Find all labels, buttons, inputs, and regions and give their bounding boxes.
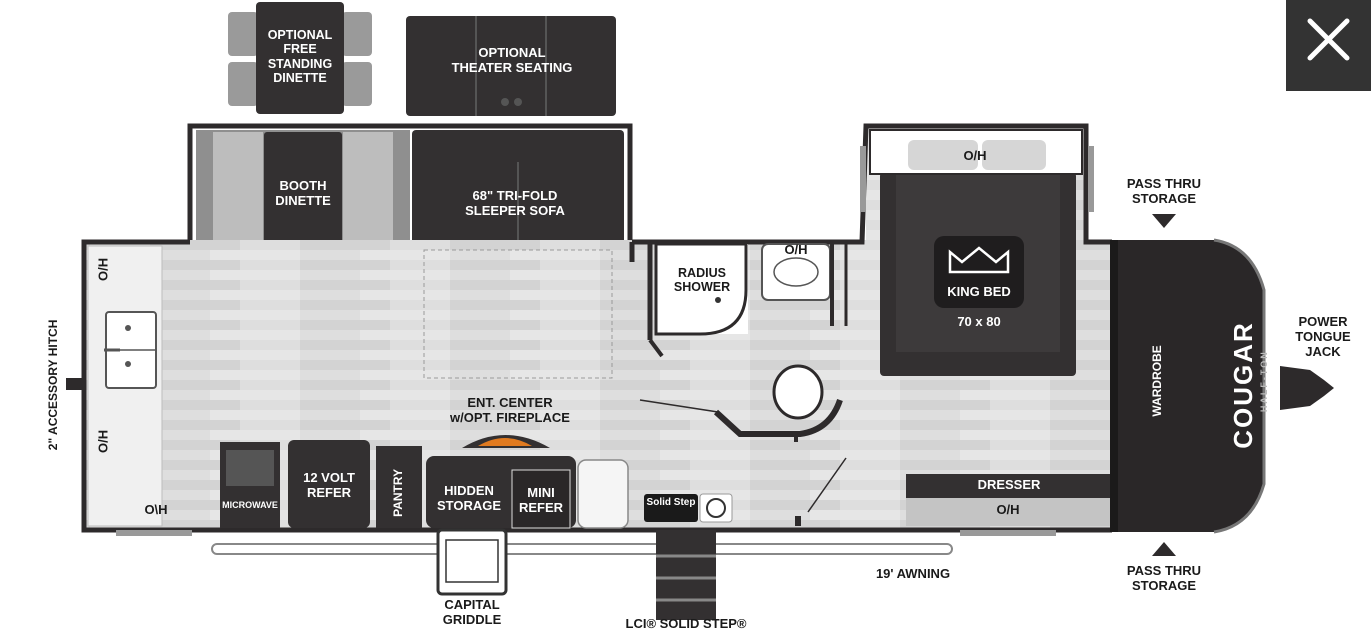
pantry-label: PANTRY: [391, 468, 406, 517]
dresser-oh-label: O/H: [996, 502, 1020, 517]
optional-dinette-label: OPTIONAL FREE STANDING DINETTE: [267, 28, 333, 86]
kitchen-oh-mid-label: O/H: [95, 429, 111, 454]
kitchen-oh-bottom-label: O\H: [144, 502, 168, 517]
king-bed-frame: [860, 129, 1094, 376]
bath-oh-label: O/H: [784, 242, 808, 257]
solid-step-badge-text: Solid Step: [646, 497, 696, 508]
kitchen-appliances: [220, 435, 629, 529]
exterior-walls: [81, 123, 1112, 533]
awning-label: 19' AWNING: [875, 566, 951, 581]
radius-shower-label: RADIUS SHOWER: [673, 266, 731, 295]
accessory-hitch-label: 2" ACCESSORY HITCH: [46, 319, 61, 451]
pass-thru-top-arrow: [1152, 214, 1176, 228]
optional-theater-seating: [406, 16, 616, 116]
optional-theater-label: OPTIONAL THEATER SEATING: [451, 45, 573, 75]
optional-dinette-table: [228, 2, 372, 114]
ent-center-label: ENT. CENTER w/OPT. FIREPLACE: [450, 395, 570, 425]
power-tongue-jack-label: POWER TONGUE JACK: [1295, 314, 1351, 359]
bed-oh-label: O/H: [963, 148, 987, 163]
sleeper-sofa-label: 68" TRI-FOLD SLEEPER SOFA: [465, 188, 565, 218]
awning-rail: [211, 543, 953, 555]
dresser-label: DRESSER: [977, 477, 1041, 492]
mini-refer-label: MINI REFER: [518, 485, 564, 515]
entry-step-shape: [656, 530, 716, 620]
refer-12v-label: 12 VOLT REFER: [303, 470, 355, 500]
bathroom: [639, 242, 848, 526]
sofa-extended-outline: [423, 249, 613, 379]
close-icon: [1307, 18, 1350, 61]
dresser: [906, 474, 1112, 536]
pass-thru-bottom-label: PASS THRU STORAGE: [1126, 563, 1202, 593]
front-cap: [1110, 238, 1334, 534]
pass-thru-top-label: PASS THRU STORAGE: [1126, 176, 1202, 206]
king-bed-label: KING BED: [947, 284, 1011, 299]
wheel-well-left: [116, 530, 192, 536]
hitch-bar: [66, 378, 82, 390]
lci-solid-step-label: LCI® SOLID STEP®: [625, 616, 747, 631]
capital-griddle-label: CAPITAL GRIDDLE: [442, 597, 502, 627]
kitchen-oh-top-label: O/H: [95, 257, 111, 282]
close-button[interactable]: [1286, 0, 1371, 91]
bed-size-label: 70 x 80: [957, 314, 1001, 329]
solid-step-logo: [644, 493, 733, 523]
sink: [104, 311, 157, 389]
microwave-label: MICROWAVE: [222, 500, 278, 510]
capital-griddle-shape: [436, 528, 508, 596]
pass-thru-bottom-arrow: [1152, 542, 1176, 556]
booth-dinette-label: BOOTH DINETTE: [275, 178, 331, 208]
hidden-storage-label: HIDDEN STORAGE: [436, 483, 502, 513]
wardrobe-label: WARDROBE: [1150, 345, 1165, 417]
brand-logo: COUGAR: [1228, 321, 1259, 449]
brand-sub-logo: HALF-TON: [1258, 350, 1269, 413]
